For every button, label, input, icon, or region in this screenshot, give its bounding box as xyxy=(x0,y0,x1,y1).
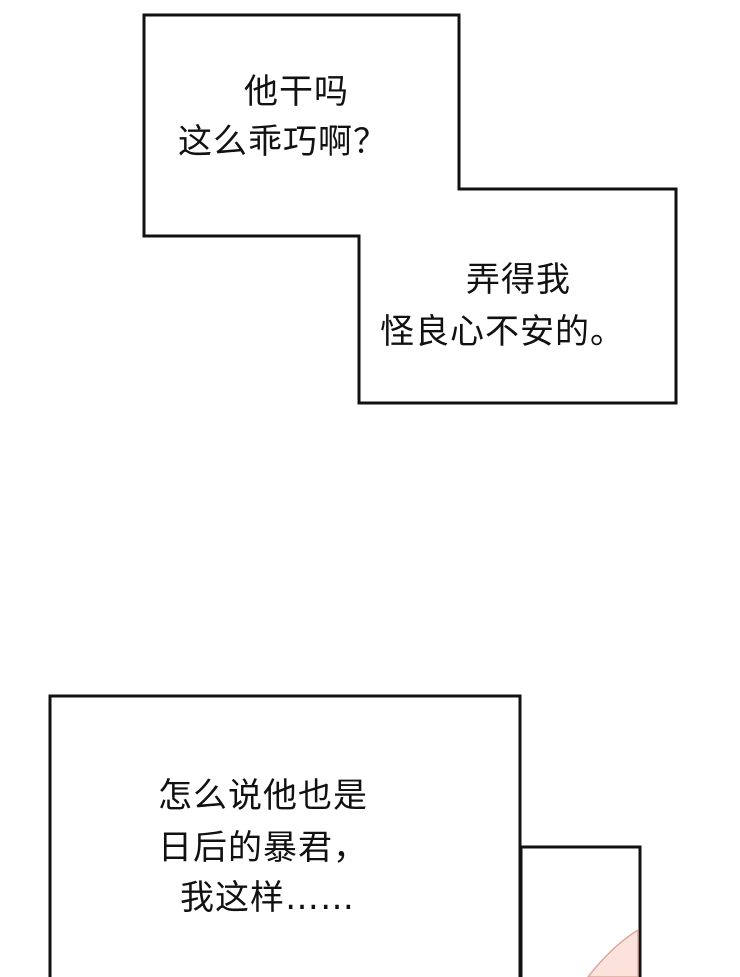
caption-line: 怪良心不安的。 xyxy=(380,312,625,352)
skin-tint-fragment xyxy=(587,928,639,977)
caption-line: 我这样…… xyxy=(180,878,355,918)
caption-line: 弄得我 xyxy=(466,260,571,300)
caption-box-bottom xyxy=(48,694,522,977)
caption-line: 他干吗 xyxy=(244,72,349,112)
caption-box-top xyxy=(142,13,678,405)
caption-line: 这么乖巧啊？ xyxy=(178,122,388,162)
caption-line: 日后的暴君， xyxy=(158,828,368,868)
caption-line: 怎么说他也是 xyxy=(158,776,368,816)
